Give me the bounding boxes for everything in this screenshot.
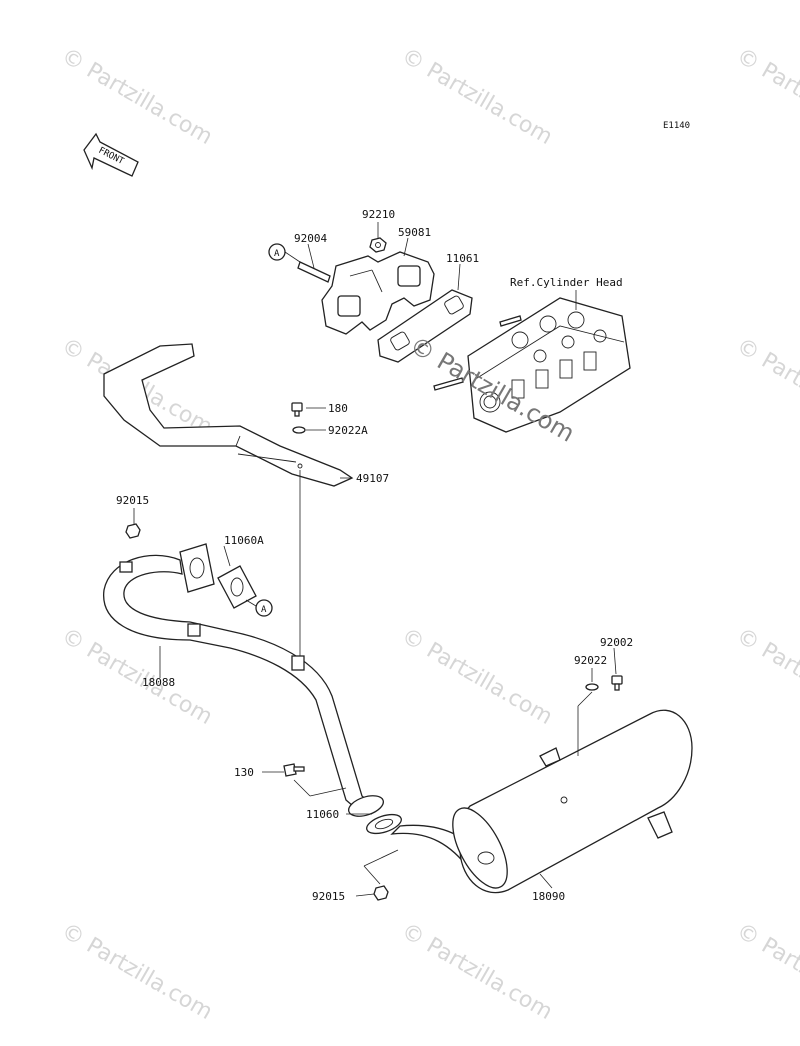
watermark: © Partzilla.com — [732, 44, 800, 151]
callout-a-top: A — [268, 243, 286, 261]
nut-92015-bottom — [373, 885, 389, 901]
washer-92022A — [292, 426, 306, 434]
watermark: © Partzilla.com — [732, 624, 800, 731]
gasket-11060 — [366, 813, 402, 835]
watermark-grid: © Partzilla.com © Partzilla.com © Partzi… — [57, 44, 800, 1026]
part-label-92015-top: 92015 — [116, 494, 149, 507]
cylinder-head — [433, 297, 631, 433]
part-label-11060: 11060 — [306, 808, 339, 821]
callout-letter: A — [261, 605, 267, 615]
muffler-18090 — [390, 709, 693, 894]
part-label-92210: 92210 — [362, 208, 395, 221]
washer-92022 — [585, 683, 599, 691]
bolt-130 — [283, 763, 305, 777]
watermark: © Partzilla.com — [397, 919, 557, 1026]
bolt-180 — [291, 402, 303, 417]
leader-lines — [133, 222, 617, 897]
ref-cylinder-head-label: Ref.Cylinder Head — [510, 276, 623, 289]
part-labels: 92210 92004 59081 11061 180 92022A 49107… — [116, 208, 633, 903]
watermark: © Partzilla.com — [732, 919, 800, 1026]
bolt-92002 — [611, 675, 623, 691]
part-label-130: 130 — [234, 766, 254, 779]
stud-92004 — [297, 261, 331, 283]
front-arrow-icon: FRONT — [83, 132, 139, 177]
flange-plate — [179, 543, 215, 593]
part-label-92002: 92002 — [600, 636, 633, 649]
callout-a-bottom: A — [255, 599, 273, 617]
part-label-18090: 18090 — [532, 890, 565, 903]
part-label-180: 180 — [328, 402, 348, 415]
part-label-92022: 92022 — [574, 654, 607, 667]
gasket-11060A — [217, 565, 257, 609]
part-label-92015-bottom: 92015 — [312, 890, 345, 903]
exhaust-manifold — [321, 251, 435, 335]
part-label-92004: 92004 — [294, 232, 327, 245]
part-label-59081: 59081 — [398, 226, 431, 239]
bracket-49107 — [103, 343, 354, 487]
watermark: © Partzilla.com — [397, 624, 557, 731]
part-label-11060A: 11060A — [224, 534, 264, 547]
callout-letter: A — [274, 249, 280, 259]
watermark: © Partzilla.com — [397, 44, 557, 151]
part-label-49107: 49107 — [356, 472, 389, 485]
part-label-18088: 18088 — [142, 676, 175, 689]
watermark: © Partzilla.com — [57, 44, 217, 151]
watermark: © Partzilla.com — [732, 334, 800, 441]
gasket-11061 — [377, 289, 473, 363]
part-label-11061: 11061 — [446, 252, 479, 265]
nut-92015-top — [125, 523, 141, 539]
nut-92210 — [369, 237, 387, 253]
diagram-code: E1140 — [663, 121, 690, 131]
exhaust-pipe-18088 — [103, 554, 384, 817]
part-label-92022A: 92022A — [328, 424, 368, 437]
watermark: © Partzilla.com — [57, 919, 217, 1026]
